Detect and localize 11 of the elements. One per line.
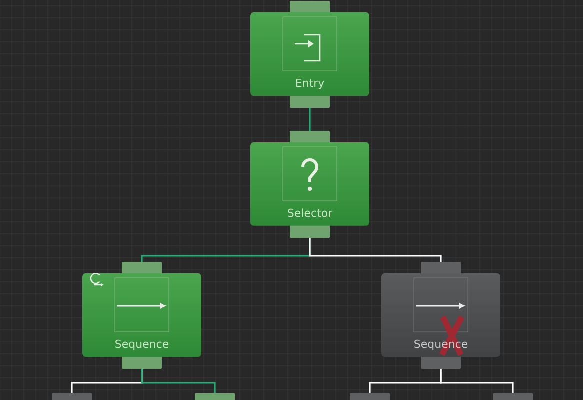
task-node: Selector — [250, 131, 370, 238]
task-node — [350, 393, 390, 400]
task-node — [52, 393, 92, 400]
connector-line — [309, 108, 311, 131]
task-node: Entry — [250, 1, 370, 108]
connector-line — [440, 369, 514, 393]
task-node: Sequence — [82, 262, 202, 369]
connector-line — [141, 369, 216, 393]
task-node — [493, 393, 533, 400]
connector-line — [309, 238, 442, 262]
task-node — [195, 393, 235, 400]
